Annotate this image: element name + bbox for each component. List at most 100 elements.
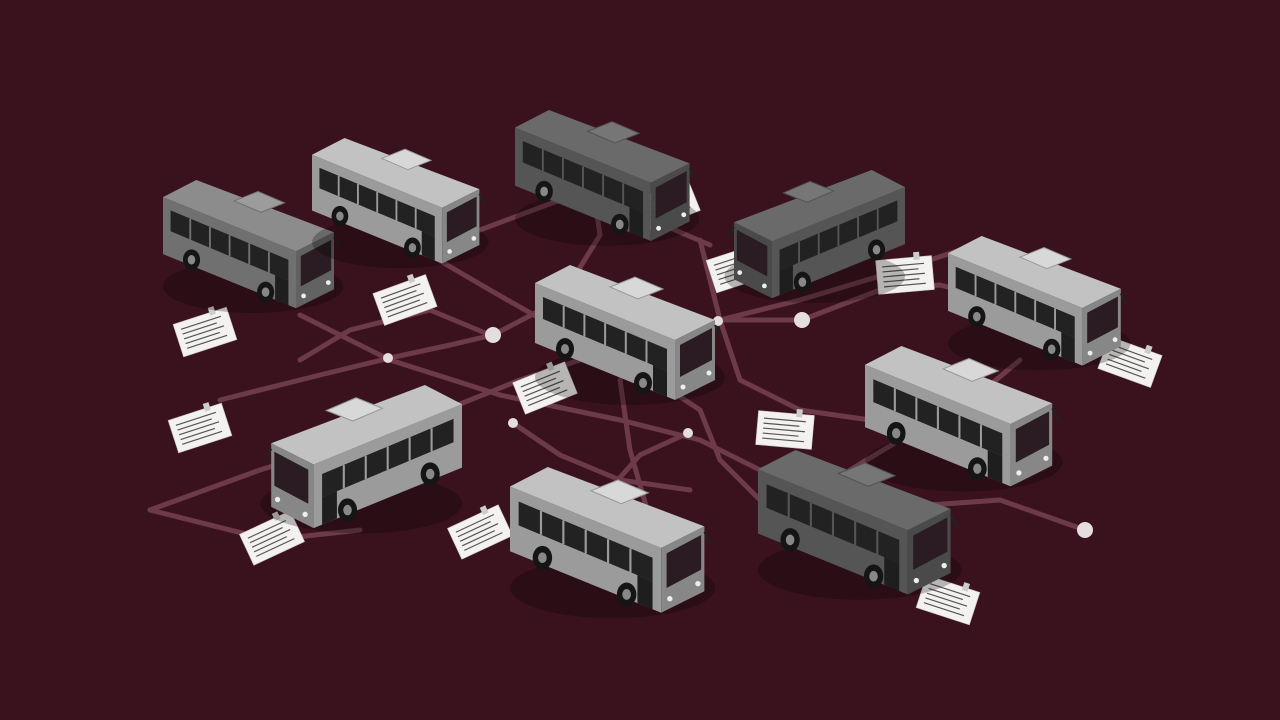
tag-text-line xyxy=(384,292,424,309)
tag-text-line xyxy=(461,530,496,547)
headlight xyxy=(1087,350,1093,356)
route-node xyxy=(1077,522,1093,538)
ticket-tag xyxy=(755,408,815,450)
tag-clip xyxy=(796,408,803,418)
roof-ac-unit xyxy=(586,121,641,144)
wheel-hub xyxy=(639,378,647,388)
bus-windshield xyxy=(736,229,768,277)
wheel-hub xyxy=(1047,344,1056,355)
bus-windshield xyxy=(300,239,332,287)
bus-roof xyxy=(271,385,462,465)
bus-roof xyxy=(163,180,334,252)
tag-text-line xyxy=(175,411,217,426)
bus-door xyxy=(653,365,667,397)
roof-ac-unit xyxy=(1018,247,1073,270)
tag-text-line xyxy=(249,527,283,544)
wheel-hub xyxy=(408,243,417,253)
bus xyxy=(312,138,489,269)
headlight xyxy=(706,370,712,376)
tag-text-line xyxy=(385,299,421,313)
route-line xyxy=(697,237,873,423)
headlight xyxy=(737,270,743,275)
side-mirror xyxy=(1051,407,1060,422)
tag-text-line xyxy=(185,331,221,345)
roof-ac-unit xyxy=(589,479,650,505)
bus xyxy=(510,467,716,619)
tag-text-line xyxy=(882,262,925,268)
side-mirror xyxy=(1119,293,1128,306)
route-node xyxy=(485,327,501,343)
wheel-hub xyxy=(872,245,881,255)
tag-text-line xyxy=(457,521,491,538)
route-line xyxy=(297,312,1088,533)
bus-door xyxy=(779,265,793,296)
ticket-tag xyxy=(875,251,935,295)
wheel-hub xyxy=(336,211,344,221)
bus-door xyxy=(1061,332,1075,363)
tag-clip xyxy=(961,582,971,592)
tag-text-line xyxy=(882,268,919,273)
tag-text-line xyxy=(883,272,925,278)
wheel-hub xyxy=(869,570,878,582)
bus-roof xyxy=(734,170,905,242)
headlight xyxy=(762,283,767,289)
bus-windshield xyxy=(1087,296,1118,344)
tag-text-line xyxy=(526,386,561,402)
tag-text-line xyxy=(382,289,417,304)
tag-text-line xyxy=(177,418,212,431)
wheel-hub xyxy=(972,311,981,322)
headlight xyxy=(695,580,701,587)
roof-ac-unit xyxy=(380,148,433,171)
tag-text-line xyxy=(256,538,295,557)
tag-text-line xyxy=(520,370,561,388)
roof-ac-unit xyxy=(836,462,897,487)
route-node xyxy=(713,316,723,326)
bus xyxy=(865,346,1063,492)
tag-clip xyxy=(546,361,555,372)
bus-windshield xyxy=(1015,411,1050,463)
tag-clip xyxy=(406,273,416,284)
bus-door xyxy=(322,491,337,525)
bus-roof xyxy=(515,110,690,183)
tag-clip xyxy=(479,505,489,516)
wheel-hub xyxy=(622,589,631,600)
route-nodes xyxy=(383,312,1093,538)
tag-text-line xyxy=(380,283,421,299)
side-mirror xyxy=(703,531,712,546)
tag-text-line xyxy=(1110,349,1146,363)
wheel-hub xyxy=(540,186,548,197)
headlight xyxy=(302,511,308,517)
side-mirror xyxy=(478,193,486,206)
headlight xyxy=(325,280,331,285)
bus-roof xyxy=(535,265,715,340)
tag-text-line xyxy=(180,315,222,330)
roof-ac-unit xyxy=(324,397,384,422)
bus-roof xyxy=(312,138,480,208)
bus-door xyxy=(987,450,1003,484)
tag-clip xyxy=(913,251,920,261)
headlight xyxy=(656,225,661,231)
tag-text-line xyxy=(923,602,965,617)
buses xyxy=(163,110,1131,619)
headlight xyxy=(1112,337,1118,343)
side-mirror xyxy=(333,236,341,249)
tag-text-line xyxy=(763,422,800,427)
tag-text-line xyxy=(1109,353,1149,370)
roof-ac-unit xyxy=(782,180,835,203)
bus xyxy=(758,450,962,600)
tag-text-line xyxy=(464,532,503,551)
tag-text-line xyxy=(762,432,799,437)
tag-text-line xyxy=(1105,363,1146,379)
tag-text-line xyxy=(524,379,564,397)
bus-door xyxy=(421,231,435,261)
headlight xyxy=(301,293,306,299)
headlight xyxy=(447,249,452,254)
side-mirror xyxy=(714,324,722,338)
tag-text-line xyxy=(455,513,495,533)
roof-ac-unit xyxy=(233,190,286,213)
bus-roof xyxy=(948,236,1121,308)
tag-text-line xyxy=(522,377,557,393)
bus-windshield xyxy=(913,517,948,570)
headlight xyxy=(680,384,686,390)
tag-text-line xyxy=(186,334,228,349)
